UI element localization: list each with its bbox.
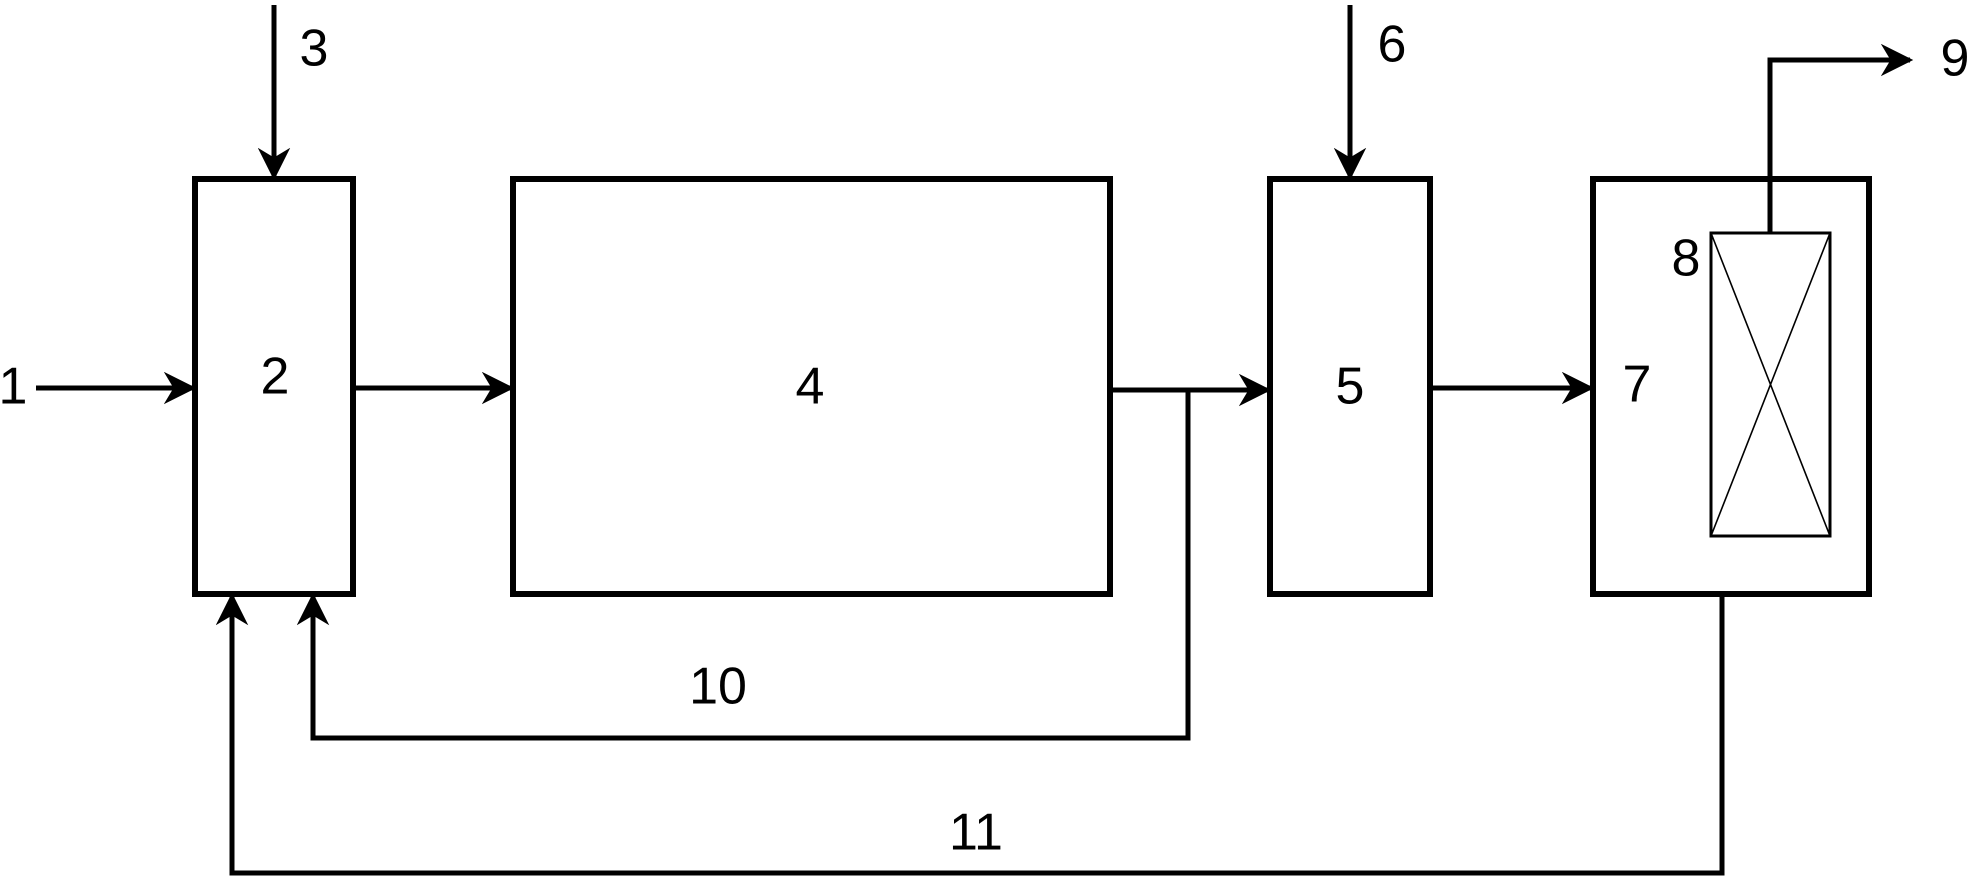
label-stream-10: 10 [689, 658, 747, 716]
label-stream-6: 6 [1378, 16, 1407, 74]
stream-10-recycle-arrow [296, 390, 1191, 741]
label-stream-9: 9 [1941, 30, 1970, 88]
label-stream-11: 11 [949, 804, 1003, 862]
unit-4-box [510, 176, 1113, 597]
unit-8-cross-line-b [1710, 232, 1831, 537]
label-unit-8: 8 [1672, 230, 1701, 288]
label-unit-2: 2 [261, 348, 290, 406]
label-unit-5: 5 [1336, 358, 1365, 416]
stream-9-arrow [1767, 43, 1914, 233]
label-stream-1: 1 [0, 358, 27, 416]
label-stream-3: 3 [300, 20, 329, 78]
stream-11-recycle-arrow [215, 592, 1725, 876]
label-unit-4: 4 [796, 358, 825, 416]
label-unit-7: 7 [1623, 356, 1652, 414]
